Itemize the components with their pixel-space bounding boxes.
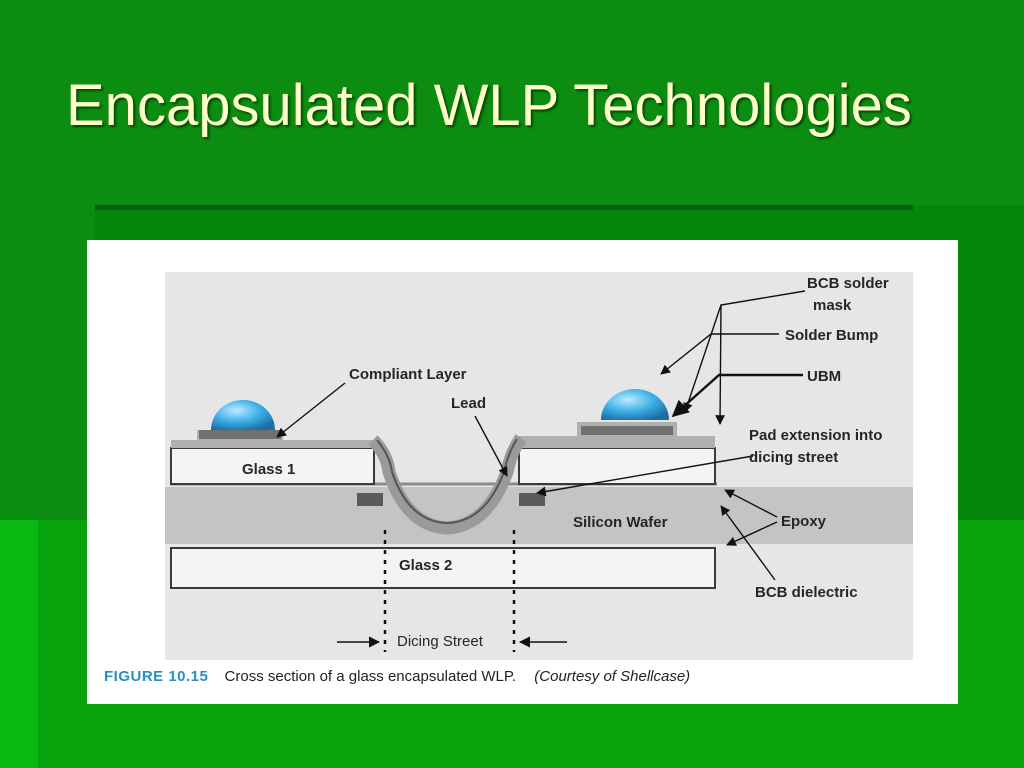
leader-compliant-layer xyxy=(276,382,346,438)
leader-solder-bump xyxy=(660,333,779,375)
glass-1-right xyxy=(518,447,716,485)
cross-section-diagram: BCB solder mask Solder Bump Compliant La… xyxy=(165,272,913,660)
leader-ubm xyxy=(671,373,803,418)
solder-bump-right xyxy=(601,389,669,420)
label-glass-2: Glass 2 xyxy=(399,557,452,574)
slide-title: Encapsulated WLP Technologies xyxy=(66,73,912,138)
label-bcb-solder-mask-line1: BCB solder xyxy=(807,275,889,292)
label-compliant-layer: Compliant Layer xyxy=(349,366,467,383)
compliant-layer-left xyxy=(199,430,281,439)
label-silicon-wafer: Silicon Wafer xyxy=(573,514,668,531)
label-epoxy: Epoxy xyxy=(781,513,827,530)
label-dicing-street: Dicing Street xyxy=(397,633,484,650)
lead-trench-edge xyxy=(376,438,518,525)
label-pad-extension-line2: dicing street xyxy=(749,449,838,466)
background-strip-left xyxy=(0,520,38,768)
figure-number: FIGURE 10.15 xyxy=(104,668,209,685)
leader-bcb-dielectric xyxy=(720,505,776,581)
leader-bcb-solder-mask-2 xyxy=(715,304,725,425)
compliant-layer-right xyxy=(581,426,673,435)
label-pad-extension-line1: Pad extension into xyxy=(749,427,882,444)
leader-lead xyxy=(474,415,508,477)
solder-bump-left xyxy=(211,400,275,430)
label-glass-1: Glass 1 xyxy=(242,461,295,478)
background-bar xyxy=(95,205,913,210)
lead-trench xyxy=(368,434,527,535)
label-solder-bump: Solder Bump xyxy=(785,327,878,344)
leader-epoxy-1 xyxy=(724,489,778,518)
label-bcb-solder-mask-line2: mask xyxy=(813,297,852,314)
leader-pad-extension xyxy=(536,455,754,497)
pad-extension-left xyxy=(357,493,383,506)
label-lead: Lead xyxy=(451,395,486,412)
leader-epoxy-2 xyxy=(726,521,778,546)
label-ubm: UBM xyxy=(807,368,841,385)
figure-caption: FIGURE 10.15 Cross section of a glass en… xyxy=(104,668,690,685)
label-bcb-dielectric: BCB dielectric xyxy=(755,584,858,601)
glass-2 xyxy=(170,547,716,589)
figure-card: BCB solder mask Solder Bump Compliant La… xyxy=(87,240,958,704)
pad-extension-right xyxy=(519,493,545,506)
figure-caption-text: Cross section of a glass encapsulated WL… xyxy=(224,668,517,685)
figure-credit: (Courtesy of Shellcase) xyxy=(534,668,691,685)
